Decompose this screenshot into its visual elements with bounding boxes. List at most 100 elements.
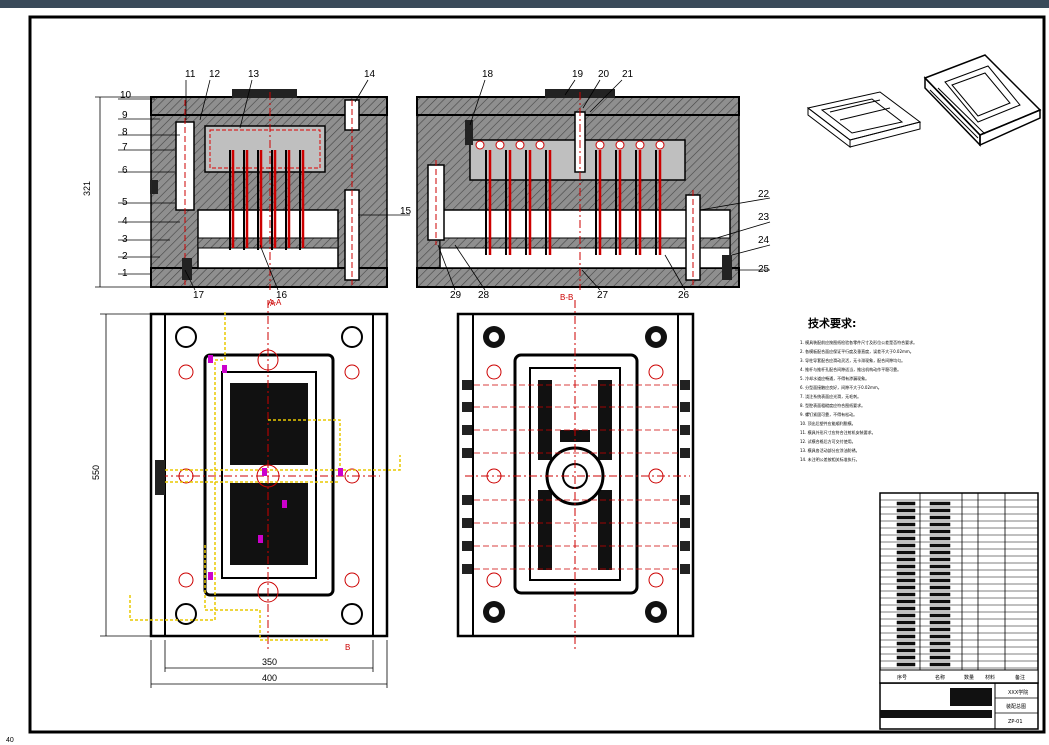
bom-cell-fill <box>896 620 916 625</box>
requirement-line: 8. 型腔表面粗糙度应符合图纸要求。 <box>800 402 865 408</box>
bom-cell-fill <box>929 515 951 520</box>
bom-cell-fill <box>896 564 916 569</box>
bom-cell-fill <box>929 648 951 653</box>
balloon-15: 15 <box>400 206 412 217</box>
dim-321 <box>95 96 150 288</box>
bom-cell-fill <box>929 620 951 625</box>
bom-cell-fill <box>929 522 951 527</box>
balloons-left: 1 2 3 4 5 6 7 8 9 10 11 12 13 14 15 16 1… <box>120 69 412 301</box>
bom-cell-fill <box>896 585 916 590</box>
dim-text-550: 550 <box>91 465 101 480</box>
balloon-1: 1 <box>122 268 128 279</box>
bom-cell-fill <box>896 508 916 513</box>
balloon-14: 14 <box>364 69 376 80</box>
bom-cell-fill <box>929 613 951 618</box>
dim-text-321: 321 <box>82 181 92 196</box>
bom-cell-fill <box>896 655 916 660</box>
balloon-27: 27 <box>597 290 609 301</box>
bom-cell-fill <box>896 501 916 506</box>
bom-cell-fill <box>929 501 951 506</box>
plan-mark-b: B <box>345 643 350 652</box>
requirement-line: 5. 冷却水道应畅通，不得有渗漏现象。 <box>800 375 869 381</box>
requirement-line: 10. 顶出后塑件应能顺利脱模。 <box>800 420 856 426</box>
bom-header-qty: 数量 <box>964 674 974 681</box>
title-block: XXX学院 装配总图 ZP-01 <box>879 682 1039 730</box>
title-school: XXX学院 <box>1008 689 1028 696</box>
bom-cell-fill <box>896 606 916 611</box>
right-section-view <box>416 89 740 290</box>
title-drawing-name: 装配总图 <box>1006 703 1026 710</box>
bom-header-no: 序号 <box>897 674 907 681</box>
bom-cell-fill <box>929 571 951 576</box>
bom-cell-fill <box>929 627 951 632</box>
balloon-29: 29 <box>450 290 462 301</box>
bom-cell-fill <box>929 508 951 513</box>
requirement-line: 13. 模具各活动部分应涂油防锈。 <box>800 447 860 453</box>
bom-cell-fill <box>929 662 951 667</box>
balloon-2: 2 <box>122 251 128 262</box>
balloon-26: 26 <box>678 290 690 301</box>
balloon-8: 8 <box>122 127 128 138</box>
balloon-18: 18 <box>482 69 494 80</box>
bom-cell-fill <box>896 543 916 548</box>
status-coordinate: 40 <box>6 737 14 744</box>
bom-cell-fill <box>896 641 916 646</box>
bom-cell-fill <box>896 522 916 527</box>
bom-cell-fill <box>896 550 916 555</box>
balloons-right: 18 19 20 21 22 23 24 25 26 27 28 29 <box>450 69 770 301</box>
right-plan-view <box>456 300 695 650</box>
bom-cell-fill <box>929 655 951 660</box>
balloon-19: 19 <box>572 69 584 80</box>
balloon-4: 4 <box>122 216 128 227</box>
balloon-10: 10 <box>120 90 132 101</box>
bom-cell-fill <box>929 529 951 534</box>
balloon-17: 17 <box>193 290 205 301</box>
bom-cell-fill <box>896 648 916 653</box>
balloon-21: 21 <box>622 69 634 80</box>
bom-cell-fill <box>896 557 916 562</box>
balloon-24: 24 <box>758 235 770 246</box>
requirement-line: 3. 导柱导套配合应滑动灵活，无卡滞现象，配合间隙均匀。 <box>800 357 905 363</box>
bom-cell-fill <box>929 585 951 590</box>
bom-cell-fill <box>929 578 951 583</box>
balloon-25: 25 <box>758 264 770 275</box>
balloon-28: 28 <box>478 290 490 301</box>
bom-cell-fill <box>929 543 951 548</box>
requirement-line: 2. 各模板配合面应保证平行度及垂直度，误差不大于0.02mm。 <box>800 348 914 354</box>
bom-cell-fill <box>896 536 916 541</box>
bom-cell-fill <box>929 536 951 541</box>
balloon-9: 9 <box>122 110 128 121</box>
bom-cell-fill <box>896 529 916 534</box>
requirement-line: 7. 浇注系统表面应光滑，无毛刺。 <box>800 393 861 399</box>
bom-cell-fill <box>929 550 951 555</box>
bom-cell-fill <box>896 613 916 618</box>
dim-550 <box>100 313 150 637</box>
bom-cell-fill <box>929 599 951 604</box>
part-isometric-sketches <box>806 54 1042 149</box>
bom-header-name: 名称 <box>935 674 945 681</box>
requirement-line: 11. 模具外形尺寸应符合注射机安装要求。 <box>800 429 876 435</box>
requirement-line: 6. 分型面接触应良好，间隙不大于0.02mm。 <box>800 384 882 390</box>
bom-cell-fill <box>929 606 951 611</box>
section-mark-a-a: A-A <box>268 298 282 307</box>
requirements-list: 1. 模具装配前应按图纸检验各零件尺寸及形位公差是否符合要求。 2. 各模板配合… <box>800 339 917 462</box>
bom-cell-fill <box>896 634 916 639</box>
bom-cell-fill <box>896 599 916 604</box>
balloon-5: 5 <box>122 197 128 208</box>
balloon-22: 22 <box>758 189 770 200</box>
bom-cell-fill <box>896 662 916 667</box>
balloon-23: 23 <box>758 212 770 223</box>
leaders-right <box>437 79 771 291</box>
bom-header-remark: 备注 <box>1015 674 1025 681</box>
outer-frame <box>28 15 1046 734</box>
requirement-line: 14. 未注明公差按相关标准执行。 <box>800 456 860 462</box>
bom-cell-fill <box>896 515 916 520</box>
requirement-line: 9. 螺钉紧固可靠，不得有松动。 <box>800 411 857 417</box>
bom-cell-fill <box>896 571 916 576</box>
requirement-line: 4. 推杆与推杆孔配合间隙适当，推出机构动作平稳可靠。 <box>800 366 901 372</box>
balloon-20: 20 <box>598 69 610 80</box>
bill-of-materials: 序号 名称 数量 材料 备注 <box>879 492 1039 684</box>
balloon-13: 13 <box>248 69 260 80</box>
bom-cell-fill <box>896 578 916 583</box>
